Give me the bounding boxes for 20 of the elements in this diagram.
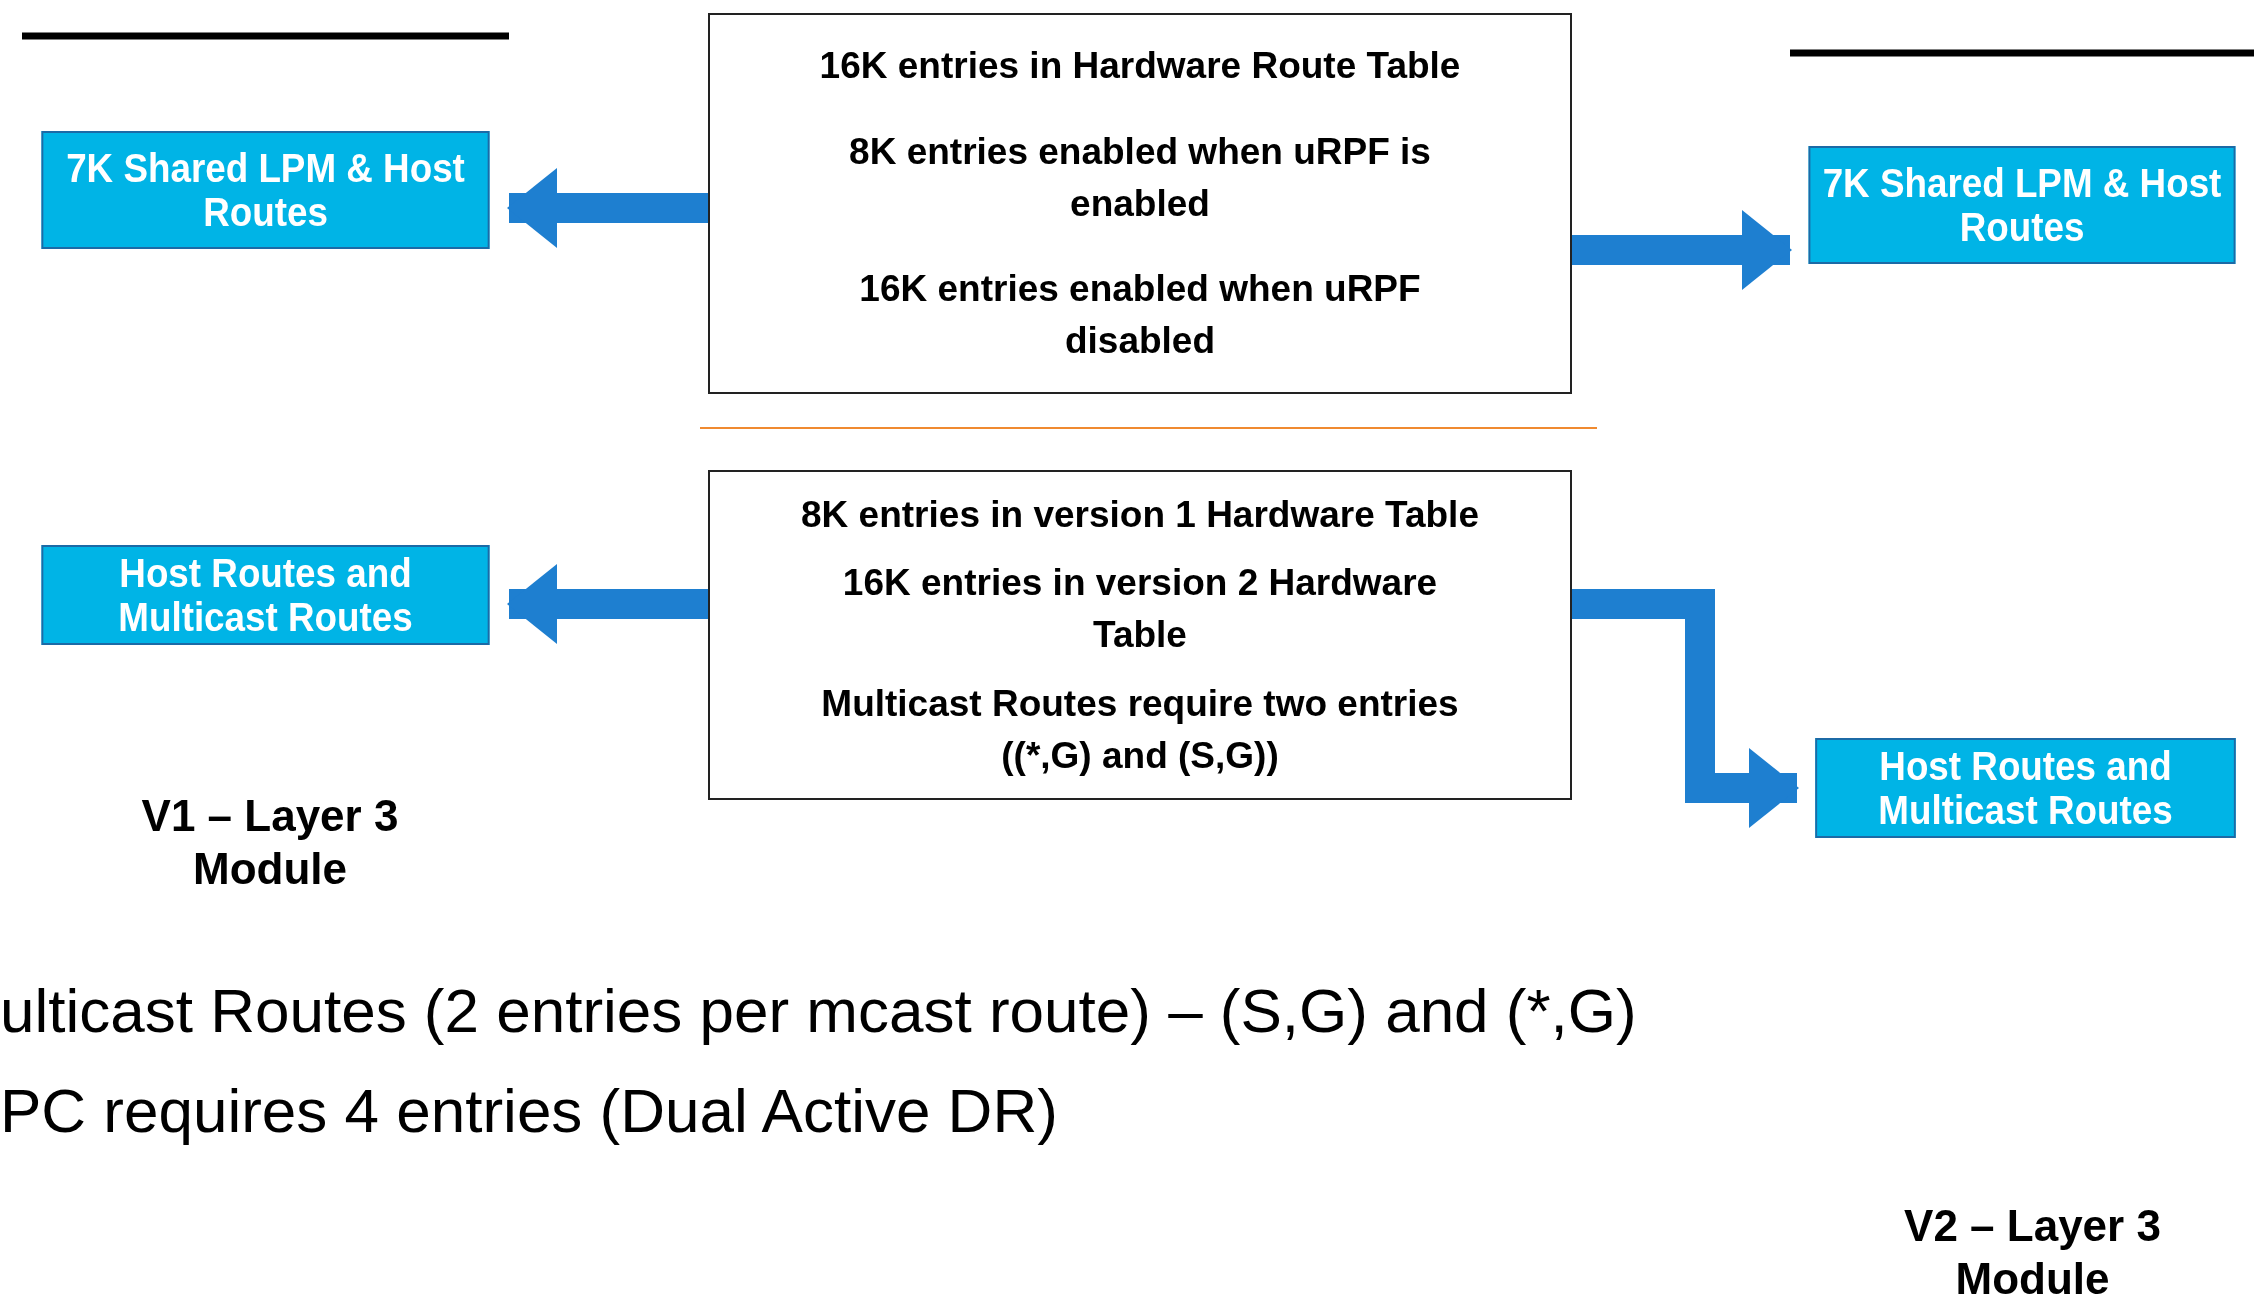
block-arrow (507, 168, 708, 248)
block-arrow (1572, 589, 1799, 828)
info-text: 8K entries enabled when uRPF is enabled (848, 129, 1432, 226)
route-box: 7K Shared LPM & Host Routes (1808, 146, 2236, 264)
bullet-text: PC requires 4 entries (Dual Active DR) (0, 1075, 1058, 1146)
info-text: 16K entries enabled when uRPF disabled (858, 267, 1422, 364)
block-arrow (1572, 210, 1792, 290)
route-box: Host Routes and Multicast Routes (1815, 738, 2236, 838)
info-box (708, 13, 1572, 394)
info-box (708, 470, 1572, 800)
info-text: Multicast Routes require two entries ((*,G) and (S,G)) (820, 681, 1460, 778)
block-arrow (507, 564, 708, 644)
info-text: 16K entries in version 2 Hardware Table (841, 561, 1439, 658)
route-box: Host Routes and Multicast Routes (41, 545, 490, 645)
info-text: 16K entries in Hardware Route Table (819, 44, 1461, 88)
info-text: 8K entries in version 1 Hardware Table (801, 492, 1479, 537)
bullet-text: ulticast Routes (2 entries per mcast route) – (S,G) and (*,G) (0, 975, 1637, 1046)
module-label: V2 – Layer 3 Module (1903, 1200, 2162, 1298)
route-box: 7K Shared LPM & Host Routes (41, 131, 490, 249)
module-label: V1 – Layer 3 Module (140, 790, 400, 895)
